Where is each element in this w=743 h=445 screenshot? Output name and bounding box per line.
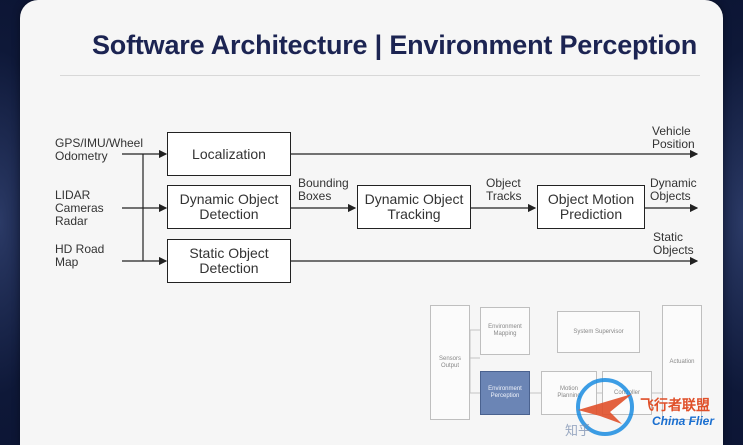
bounding-boxes-label: Bounding Boxes: [298, 176, 349, 203]
mini-environment-perception-block: Environment Perception: [480, 371, 530, 415]
watermark-side-text: 知乎: [565, 423, 592, 438]
vehicle-position-label: Vehicle Position: [652, 124, 695, 151]
dynamic-objects-label: Dynamic Objects: [650, 176, 697, 203]
watermark-sub-text: China Flier: [652, 414, 715, 428]
dynamic-object-detection-block: Dynamic Object Detection: [167, 185, 291, 229]
mini-system-supervisor-block: System Supervisor: [557, 311, 640, 353]
mini-sensors-output-block: Sensors Output: [430, 305, 470, 420]
input-sensors-label: LIDAR Cameras Radar: [55, 188, 104, 228]
input-gps-label: GPS/IMU/Wheel Odometry: [55, 136, 144, 163]
dynamic-object-tracking-block: Dynamic Object Tracking: [357, 185, 471, 229]
object-tracks-label: Object Tracks: [486, 176, 522, 203]
slide-title: Software Architecture | Environment Perc…: [92, 30, 697, 60]
static-object-detection-block: Static Object Detection: [167, 239, 291, 283]
static-objects-label: Static Objects: [653, 230, 694, 257]
watermark-logo-icon: [576, 378, 634, 436]
localization-block: Localization: [167, 132, 291, 176]
watermark-brand-text: 飞行者联盟: [640, 397, 710, 413]
mini-actuation-block: Actuation: [662, 305, 702, 420]
object-motion-prediction-block: Object Motion Prediction: [537, 185, 645, 229]
mini-environment-mapping-block: Environment Mapping: [480, 307, 530, 355]
input-map-label: HD Road Map: [55, 242, 105, 269]
title-divider: [60, 75, 700, 76]
